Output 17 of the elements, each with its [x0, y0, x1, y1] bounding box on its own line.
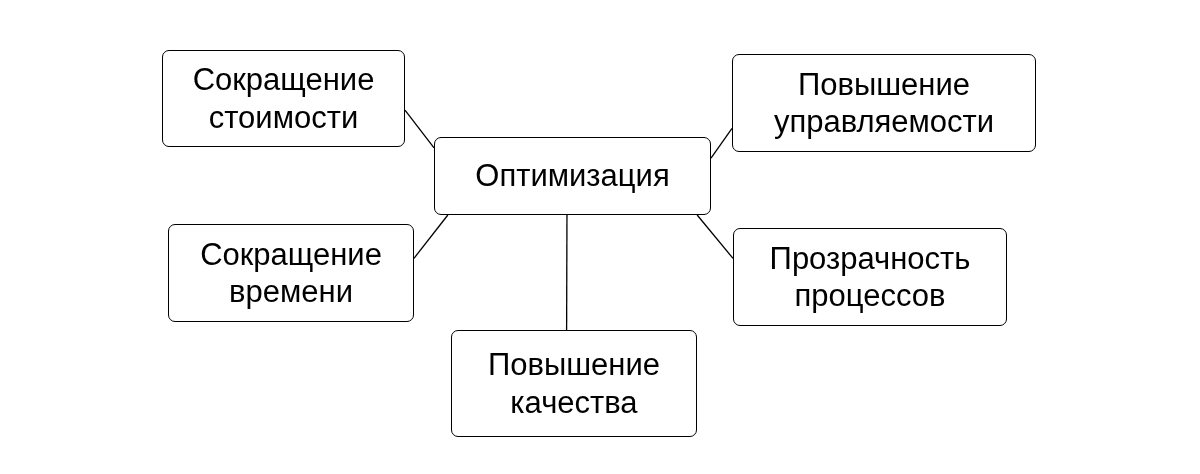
- connector-line: [413, 214, 449, 259]
- concept-label: Сокращение времени: [199, 235, 383, 311]
- connector-line: [696, 214, 734, 260]
- concept-box: [733, 228, 1007, 326]
- connector-line: [565, 214, 568, 331]
- concept-label: Сокращение стоимости: [191, 61, 376, 136]
- concept-label: Прозрачность процессов: [768, 239, 972, 315]
- concept-box: [434, 137, 711, 215]
- concept-label: Повышение управляемости: [772, 65, 996, 141]
- concept-label: Оптимизация: [475, 157, 670, 195]
- connector-line: [710, 127, 733, 159]
- concept-box: [168, 224, 414, 322]
- connector-line: [404, 109, 435, 149]
- concept-box: [162, 50, 405, 147]
- concept-label: Повышение качества: [486, 346, 662, 421]
- concept-box: [451, 330, 697, 437]
- concept-box: [732, 54, 1036, 152]
